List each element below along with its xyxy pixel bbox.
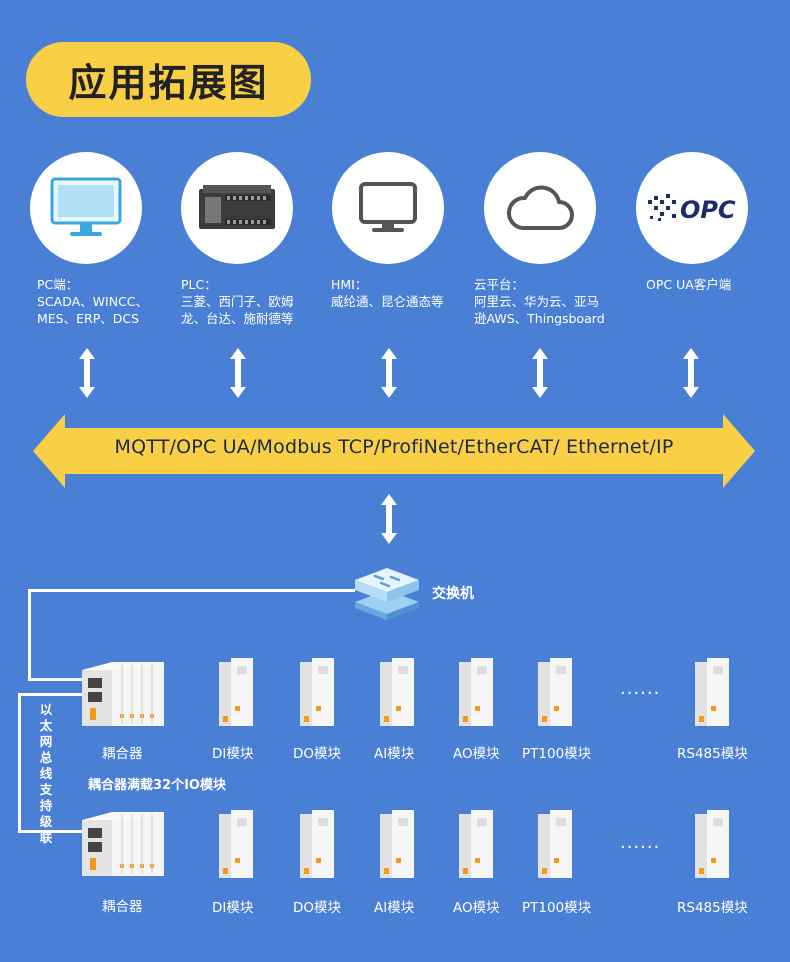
io-module — [695, 810, 729, 878]
protocol-bus-label: MQTT/OPC UA/Modbus TCP/ProfiNet/EtherCAT… — [114, 436, 674, 458]
module-label: DO模块 — [293, 746, 342, 762]
label-line: PC端： — [37, 277, 79, 292]
io-module — [459, 810, 493, 878]
double-arrow-icon — [532, 348, 548, 398]
io-module — [459, 658, 493, 726]
coupler-label: 耦合器 — [102, 899, 143, 915]
label-line: MES、ERP、DCS — [37, 311, 140, 326]
switch-label: 交换机 — [432, 586, 474, 602]
label-line: 龙、台达、施耐德等 — [181, 311, 294, 326]
module-label: RS485模块 — [677, 900, 748, 916]
opc-logo-icon: OPC — [648, 194, 736, 224]
cloud-icon — [506, 185, 574, 230]
module-label: AO模块 — [453, 900, 500, 916]
hmi-screen-icon — [359, 182, 417, 232]
double-arrow-icon — [79, 348, 95, 398]
module-label: PT100模块 — [522, 900, 592, 916]
ellipsis: ...... — [620, 832, 661, 853]
label-line: 云平台： — [474, 277, 525, 292]
title-banner: 应用拓展图 — [26, 42, 311, 117]
switch-wire — [28, 589, 355, 592]
plc-node — [181, 152, 293, 264]
cloud-node — [484, 152, 596, 264]
opc-node: OPC — [636, 152, 748, 264]
module-label: AI模块 — [374, 900, 415, 916]
label-line: PLC： — [181, 277, 217, 292]
pc-label: PC端： SCADA、WINCC、 MES、ERP、DCS — [37, 276, 148, 327]
cascade-wire — [18, 693, 21, 833]
opc-logo-text: OPC — [680, 196, 736, 224]
hmi-node — [332, 152, 444, 264]
cascade-wire — [18, 830, 82, 833]
double-arrow-icon — [683, 348, 699, 398]
io-module — [538, 810, 572, 878]
label-line: 阿里云、华为云、亚马 — [474, 294, 600, 309]
switch-wire — [28, 589, 31, 681]
double-arrow-icon — [381, 494, 397, 544]
opc-label: OPC UA客户端 — [646, 276, 731, 293]
cloud-label: 云平台： 阿里云、华为云、亚马 逊AWS、Thingsboard — [474, 276, 605, 327]
io-module — [219, 810, 253, 878]
label-line: SCADA、WINCC、 — [37, 294, 149, 309]
io-module — [380, 810, 414, 878]
label-line: 威纶通、昆仑通态等 — [331, 294, 444, 309]
label-line: 逊AWS、Thingsboard — [474, 311, 605, 326]
module-label: PT100模块 — [522, 746, 592, 762]
pc-node — [30, 152, 142, 264]
switch-wire — [28, 678, 82, 681]
io-module — [300, 810, 334, 878]
io-module — [380, 658, 414, 726]
cascade-wire — [18, 693, 82, 696]
plc-label: PLC： 三菱、西门子、欧姆 龙、台达、施耐德等 — [181, 276, 294, 327]
capacity-label: 耦合器满载32个IO模块 — [88, 778, 226, 793]
coupler-label: 耦合器 — [102, 746, 143, 762]
module-label: DI模块 — [212, 746, 254, 762]
coupler-device — [82, 812, 164, 876]
page-title: 应用拓展图 — [68, 61, 269, 105]
io-module — [300, 658, 334, 726]
double-arrow-icon — [381, 348, 397, 398]
module-label: AI模块 — [374, 746, 415, 762]
module-label: DO模块 — [293, 900, 342, 916]
module-label: RS485模块 — [677, 746, 748, 762]
hmi-label: HMI： 威纶通、昆仑通态等 — [331, 276, 444, 310]
plc-icon — [199, 185, 275, 229]
cascade-label: 以太网总线支持级联 — [39, 702, 53, 845]
ellipsis: ...... — [620, 678, 661, 699]
io-module — [219, 658, 253, 726]
io-module — [695, 658, 729, 726]
label-line: HMI： — [331, 277, 368, 292]
network-switch-icon — [355, 568, 419, 620]
module-label: DI模块 — [212, 900, 254, 916]
protocol-bus-arrow — [33, 414, 755, 488]
coupler-device — [82, 662, 164, 726]
label-line: OPC UA客户端 — [646, 277, 732, 292]
module-label: AO模块 — [453, 746, 500, 762]
io-module — [538, 658, 572, 726]
double-arrow-icon — [230, 348, 246, 398]
monitor-icon — [50, 177, 122, 236]
label-line: 三菱、西门子、欧姆 — [181, 294, 294, 309]
